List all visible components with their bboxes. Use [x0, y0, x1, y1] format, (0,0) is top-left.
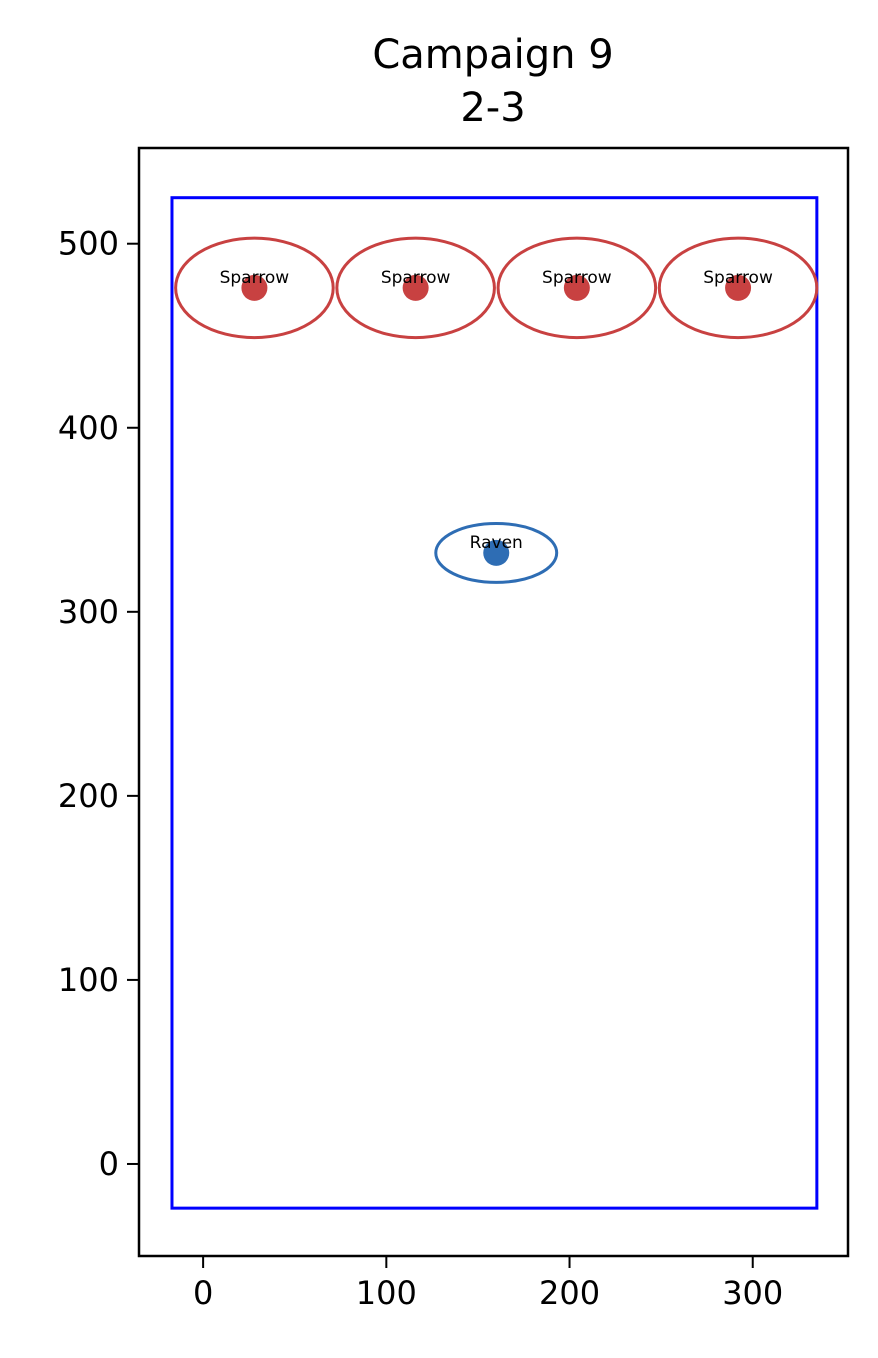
- unit-marker: [483, 539, 510, 566]
- x-tick-label: 0: [193, 1274, 213, 1312]
- unit-label: Sparrow: [381, 268, 451, 288]
- chart-title-line-1: Campaign 9: [372, 32, 613, 78]
- y-tick-label: 500: [58, 225, 119, 263]
- unit-range-ellipse: [657, 236, 819, 340]
- chart-title-line-2: 2-3: [460, 85, 525, 131]
- x-axis: 0 100 200 300: [193, 1256, 783, 1312]
- unit-label: Sparrow: [542, 268, 612, 288]
- unit-label: Sparrow: [703, 268, 773, 288]
- unit-range-ellipse: [335, 236, 496, 340]
- y-tick-label: 400: [58, 409, 119, 447]
- unit-marker: [402, 274, 429, 301]
- axes-frame: [137, 146, 850, 1258]
- x-tick-label: 300: [722, 1274, 783, 1312]
- y-axis: 0 100 200 300 400 500: [58, 225, 139, 1183]
- x-tick-label: 200: [539, 1274, 600, 1312]
- unit-label: Raven: [470, 533, 523, 553]
- boundary-rect: [170, 196, 819, 1210]
- unit-range-ellipse: [434, 521, 559, 584]
- y-tick-label: 300: [58, 593, 119, 631]
- unit-range-ellipse: [496, 236, 658, 340]
- y-tick-label: 0: [99, 1145, 119, 1183]
- unit-label: Sparrow: [220, 268, 290, 288]
- unit-marker: [241, 274, 268, 301]
- unit-marker: [563, 274, 590, 301]
- unit-range-ellipse: [174, 236, 335, 340]
- y-tick-label: 100: [58, 961, 119, 999]
- unit-marker: [725, 274, 752, 301]
- y-tick-label: 200: [58, 777, 119, 815]
- x-tick-label: 100: [356, 1274, 417, 1312]
